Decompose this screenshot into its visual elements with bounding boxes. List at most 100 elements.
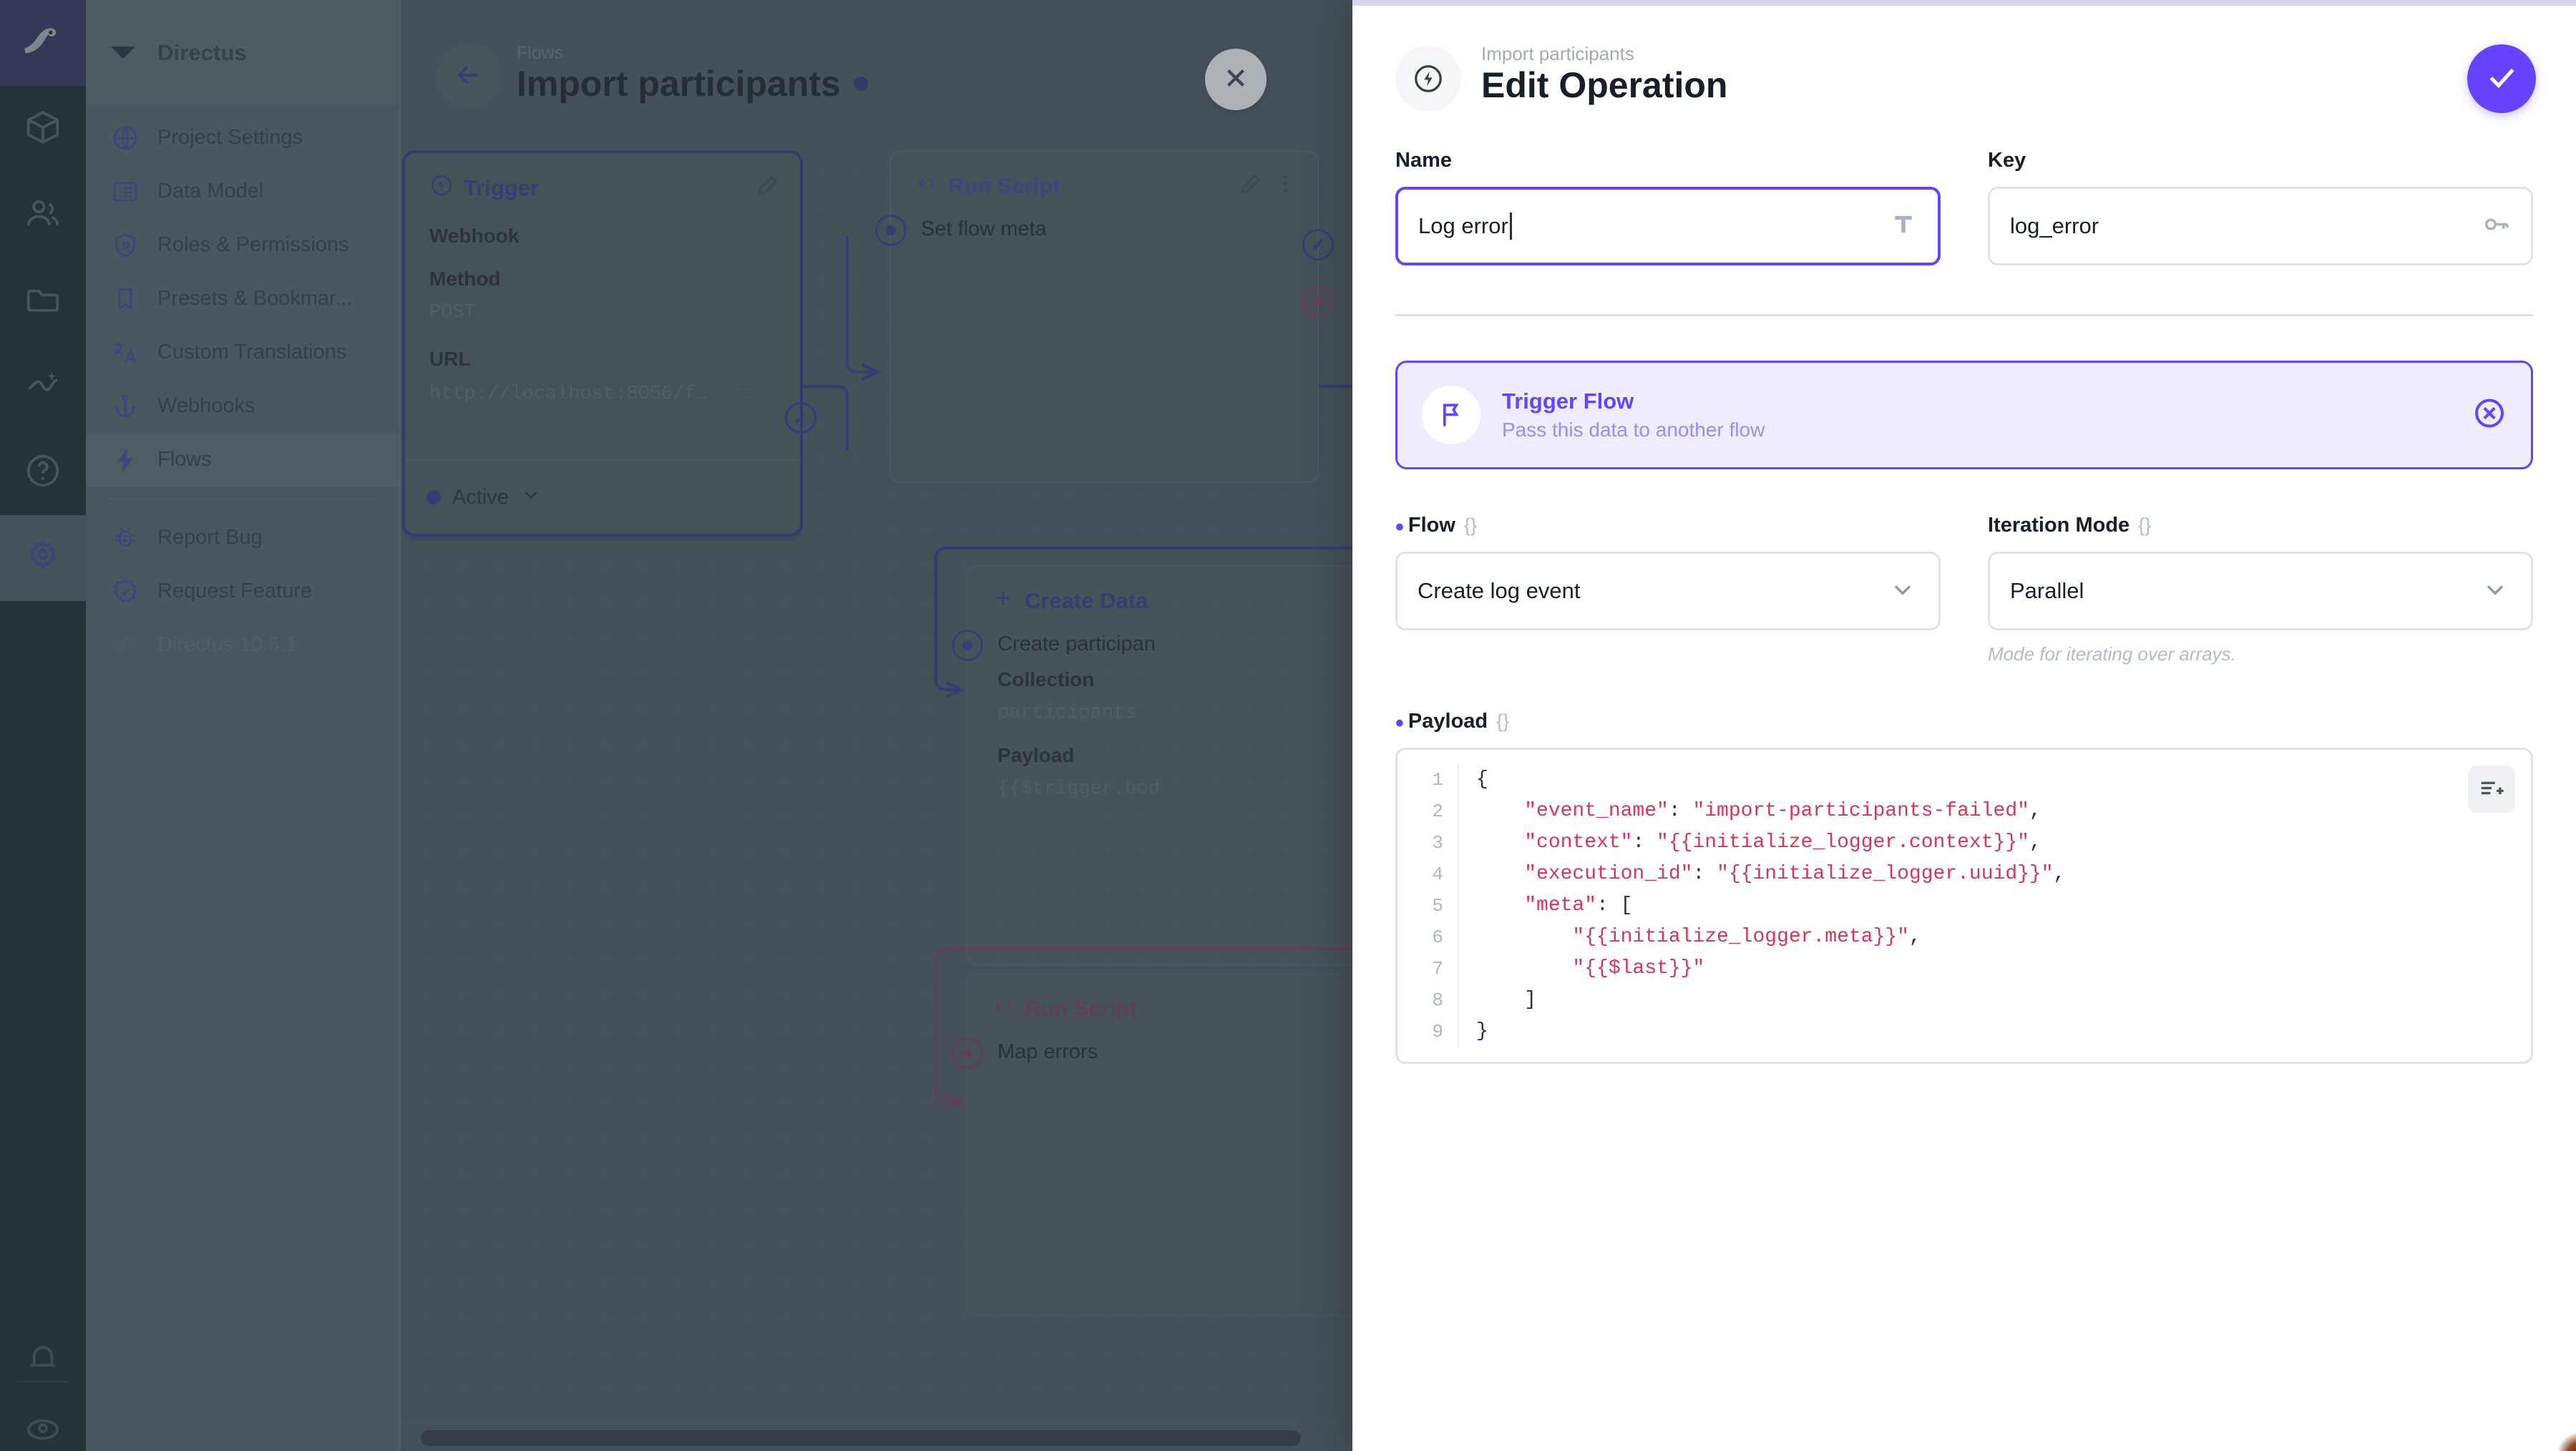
close-x-icon: [1221, 63, 1251, 97]
edit-node-button[interactable]: [756, 173, 780, 201]
code-line: {: [1476, 764, 2065, 796]
flow-select[interactable]: Create log event: [1395, 552, 1941, 630]
node-input-port[interactable]: [952, 630, 983, 661]
save-button[interactable]: [2467, 44, 2536, 113]
module-item-users[interactable]: [0, 172, 86, 258]
node-title: Trigger: [429, 173, 539, 203]
divider: [17, 1381, 69, 1382]
sidebar-title: Directus: [157, 40, 247, 65]
node-input-port[interactable]: [952, 1037, 983, 1069]
operation-type-title: Trigger Flow: [1502, 389, 1634, 414]
module-item-settings[interactable]: [0, 515, 86, 601]
node-field-label: Method: [429, 268, 501, 290]
code-token-string: "context": [1476, 831, 1633, 854]
code-token-plain: :: [1668, 800, 1693, 822]
iteration-mode-select[interactable]: Parallel: [1988, 552, 2533, 630]
module-item-docs[interactable]: [0, 429, 86, 515]
code-line: "{{initialize_logger.meta}}",: [1476, 922, 2065, 953]
close-flow-button[interactable]: [1205, 49, 1267, 110]
key-input[interactable]: log_error: [1988, 187, 2533, 265]
code-brackets-icon: [992, 995, 1015, 1023]
sidebar-item-report-bug[interactable]: Report Bug: [86, 511, 401, 565]
cancel-circle-icon: [2472, 399, 2507, 434]
node-field-value: POST: [429, 302, 476, 323]
arrow-left-icon: [452, 59, 485, 95]
breadcrumb[interactable]: Flows: [517, 43, 564, 63]
bookmark-icon: [110, 284, 140, 314]
node-input-port[interactable]: [875, 215, 907, 246]
flow-node-trigger[interactable]: Trigger Webhook Method POST URL http://l…: [402, 150, 816, 537]
module-bar: [0, 0, 86, 1451]
translate-icon: [110, 338, 140, 368]
code-token-string: "{{initialize_logger.uuid}}": [1717, 863, 2054, 885]
module-item-account[interactable]: [0, 1388, 86, 1451]
sidebar-item-request-feature[interactable]: Request Feature: [86, 565, 401, 618]
key-field-label: Key: [1988, 149, 2533, 172]
flow-braces-icon: {}: [1463, 514, 1477, 536]
sidebar-item-custom-translations[interactable]: Custom Translations: [86, 326, 401, 379]
edit-node-button[interactable]: [1239, 172, 1263, 200]
bolt-circle-icon: [429, 173, 454, 203]
public-icon: [110, 123, 140, 153]
sidebar-item-presets-bookmarks[interactable]: Presets & Bookmar...: [86, 272, 401, 326]
dots-vertical-icon[interactable]: [1273, 172, 1297, 200]
module-item-files[interactable]: [0, 258, 86, 343]
sidebar-item-flows[interactable]: Flows: [86, 433, 401, 487]
code-token-plain: :: [1632, 831, 1657, 854]
settings-sidebar: Directus Project Settings: [86, 0, 401, 1451]
name-field-label: Name: [1395, 149, 1941, 172]
operation-type-description: Pass this data to another flow: [1502, 419, 1765, 441]
code-content[interactable]: { "event_name": "import-participants-fai…: [1459, 764, 2065, 1047]
format-indent-add-icon[interactable]: [2468, 766, 2515, 813]
code-line-number: 4: [1432, 864, 1443, 885]
node-field-label: Collection: [997, 668, 1095, 690]
code-token-plain: : [: [1596, 894, 1633, 917]
back-button[interactable]: [436, 44, 501, 109]
code-token-plain: ]: [1476, 989, 1537, 1011]
sidebar-item-label: Project Settings: [157, 126, 303, 149]
module-item-notifications[interactable]: [0, 1316, 86, 1402]
flow-node-run-script-1[interactable]: Run Script Set flow meta ✓ ✕: [875, 150, 1334, 483]
module-item-insights[interactable]: [0, 343, 86, 429]
node-output-success-port[interactable]: ✓: [785, 402, 816, 434]
code-token-plain: }: [1476, 1020, 1488, 1042]
node-output-error-port[interactable]: ✕: [1302, 286, 1334, 318]
drawer-body: Name Log error Key: [1352, 149, 2576, 1451]
code-token-plain: :: [1692, 863, 1717, 885]
node-output-success-port[interactable]: ✓: [1302, 229, 1334, 260]
key-field-group: Key log_error: [1988, 149, 2533, 265]
node-title-text: Run Script: [1025, 996, 1137, 1021]
sidebar-item-webhooks[interactable]: Webhooks: [86, 379, 401, 433]
sidebar-item-project-settings[interactable]: Project Settings: [86, 111, 401, 165]
code-line: ]: [1476, 985, 2065, 1016]
module-item-content[interactable]: [0, 86, 86, 172]
text-format-icon: [1889, 210, 1918, 243]
section-divider: [1395, 314, 2533, 316]
folder-icon: [24, 280, 62, 322]
node-field-label: Payload: [997, 744, 1075, 766]
sidebar-item-roles-permissions[interactable]: Roles & Permissions: [86, 218, 401, 272]
chevron-down-icon: [2481, 575, 2509, 607]
code-line: "meta": [: [1476, 890, 2065, 922]
operation-type-card[interactable]: Trigger Flow Pass this data to another f…: [1395, 361, 2533, 469]
code-token-plain: {: [1476, 768, 1488, 791]
drawer-header: Import participants Edit Operation: [1352, 6, 2576, 149]
code-line: }: [1476, 1016, 2065, 1047]
flow-iteration-row: Flow {} Create log event Iteration Mode …: [1395, 514, 2533, 665]
code-token-plain: ,: [1908, 926, 1921, 948]
sidebar-item-data-model[interactable]: Data Model: [86, 165, 401, 218]
copy-icon[interactable]: [734, 381, 756, 406]
scrollbar-thumb[interactable]: [421, 1430, 1301, 1446]
name-input[interactable]: Log error: [1395, 187, 1941, 265]
directus-logo[interactable]: [0, 0, 86, 86]
sidebar-header[interactable]: Directus: [86, 0, 401, 106]
flow-node-run-script-2[interactable]: Run Script Map errors: [952, 973, 1395, 1316]
flow-node-create-data[interactable]: Create Data Create participan Collection…: [952, 565, 1395, 966]
node-status-footer[interactable]: Active: [405, 459, 800, 534]
clear-operation-button[interactable]: [2472, 396, 2507, 434]
drawer-breadcrumb: Import participants: [1481, 43, 1634, 64]
node-title: Run Script: [992, 995, 1137, 1023]
